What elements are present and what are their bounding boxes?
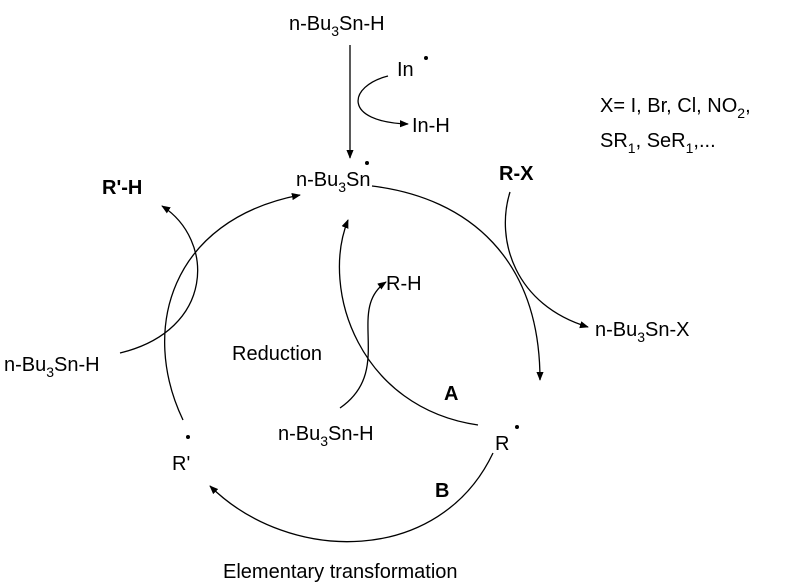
r-radical-label: R bbox=[495, 433, 509, 455]
hydride-left: n-Bu3Sn-H bbox=[4, 354, 100, 380]
cycle-arc-bottom bbox=[209, 452, 494, 543]
substrate-label: R-X bbox=[499, 163, 534, 185]
r-prime-h-transfer-arrow bbox=[119, 205, 199, 354]
r-prime-h-product: R'-H bbox=[102, 177, 142, 199]
r-radical-dot bbox=[515, 425, 519, 429]
reagent-top: n-Bu3Sn-H bbox=[289, 13, 385, 39]
tin-halide-product: n-Bu3Sn-X bbox=[595, 319, 690, 345]
cycle-arc-left bbox=[164, 193, 301, 421]
r-prime-radical-label: R' bbox=[172, 453, 190, 475]
path-b-label: B bbox=[435, 480, 449, 502]
path-a-arc bbox=[338, 219, 479, 426]
initiator-hydride: In-H bbox=[412, 115, 450, 137]
initiator-radical: In bbox=[397, 59, 414, 81]
hydride-center: n-Bu3Sn-H bbox=[278, 423, 374, 449]
reduction-label: Reduction bbox=[232, 343, 322, 365]
tin-radical-label: n-Bu3Sn bbox=[296, 169, 371, 195]
x-definition-line2: SR1, SeR1,... bbox=[600, 130, 716, 156]
transformation-label: Elementary transformation bbox=[223, 561, 458, 583]
path-a-label: A bbox=[444, 383, 458, 405]
cycle-arc-right bbox=[371, 185, 544, 381]
reduction-transfer-arrow bbox=[339, 281, 387, 409]
r-prime-radical-dot bbox=[186, 435, 190, 439]
reduction-product: R-H bbox=[386, 273, 422, 295]
tin-radical-dot bbox=[365, 161, 369, 165]
initiator-curve-arrow bbox=[357, 75, 409, 128]
initiator-radical-dot bbox=[424, 56, 428, 60]
x-definition-line1: X= I, Br, Cl, NO2, bbox=[600, 95, 751, 121]
rx-to-snx-arrow bbox=[504, 191, 589, 329]
